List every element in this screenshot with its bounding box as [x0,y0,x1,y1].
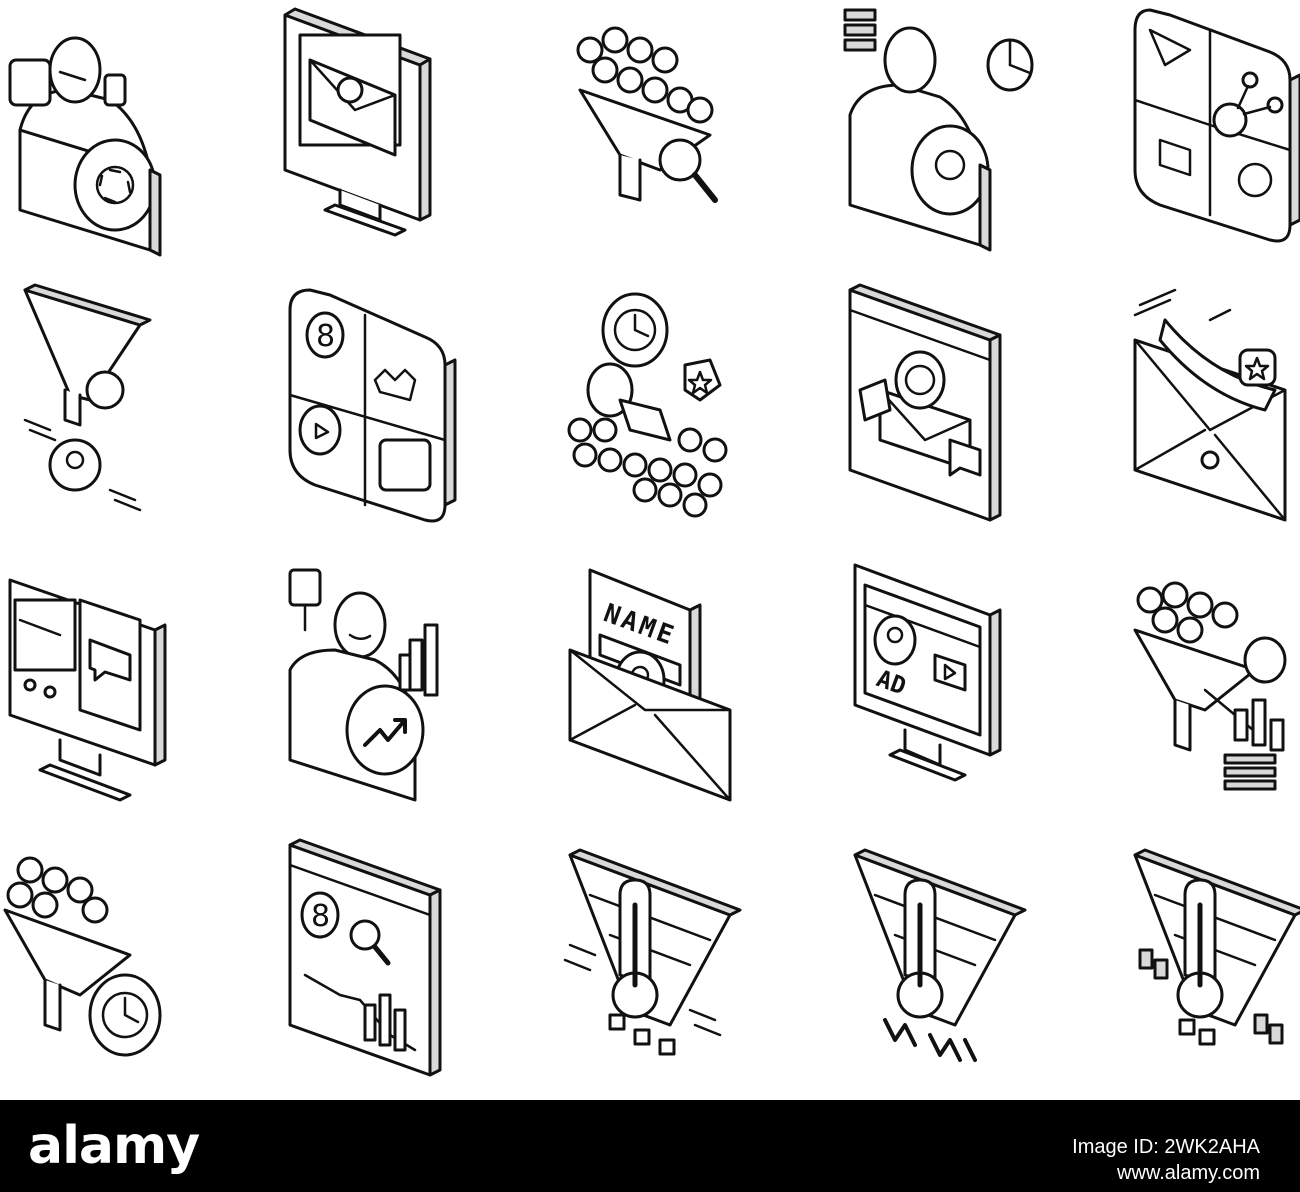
open-envelope-star-icon [1125,280,1300,522]
person-analysis-icon [840,5,1040,252]
computer-mobile-icon [0,560,200,802]
computer-email-icon [270,5,470,245]
watermark-footer: alamy Image ID: 2WK2AHA www.alamy.com [0,1102,1300,1192]
web-email-target-icon [840,280,1040,522]
web-analytics-icon: 8 [280,835,480,1077]
alamy-logo[interactable]: alamy [28,1116,200,1176]
footer-info: Image ID: 2WK2AHA www.alamy.com [1072,1134,1260,1186]
people-funnel-chart-icon [1125,560,1300,800]
funnel-target-icon [10,280,210,520]
footer-divider [0,1100,1300,1102]
person-with-headset-icon [0,10,200,257]
people-funnel-search-icon [560,10,760,250]
crowd-target-icon [560,290,760,530]
svg-text:8: 8 [311,899,330,934]
funnel-temperature-icon [560,845,760,1085]
puzzle-pieces-icon: 8 [280,280,480,523]
site-link[interactable]: www.alamy.com [1117,1162,1260,1184]
funnel-temperature-bars-icon [1125,845,1300,1085]
image-id-text: Image ID: 2WK2AHA [1072,1136,1260,1158]
icon-sheet: 8 [0,0,1300,1090]
people-funnel-target-icon [0,850,200,1090]
puzzle-network-icon [1120,0,1300,243]
monitor-ad-icon: AD [840,555,1040,795]
funnel-temperature-arrows-icon [845,845,1045,1085]
person-growth-icon [280,560,480,802]
name-envelope-icon: NAME [560,560,760,802]
svg-text:8: 8 [316,319,335,354]
